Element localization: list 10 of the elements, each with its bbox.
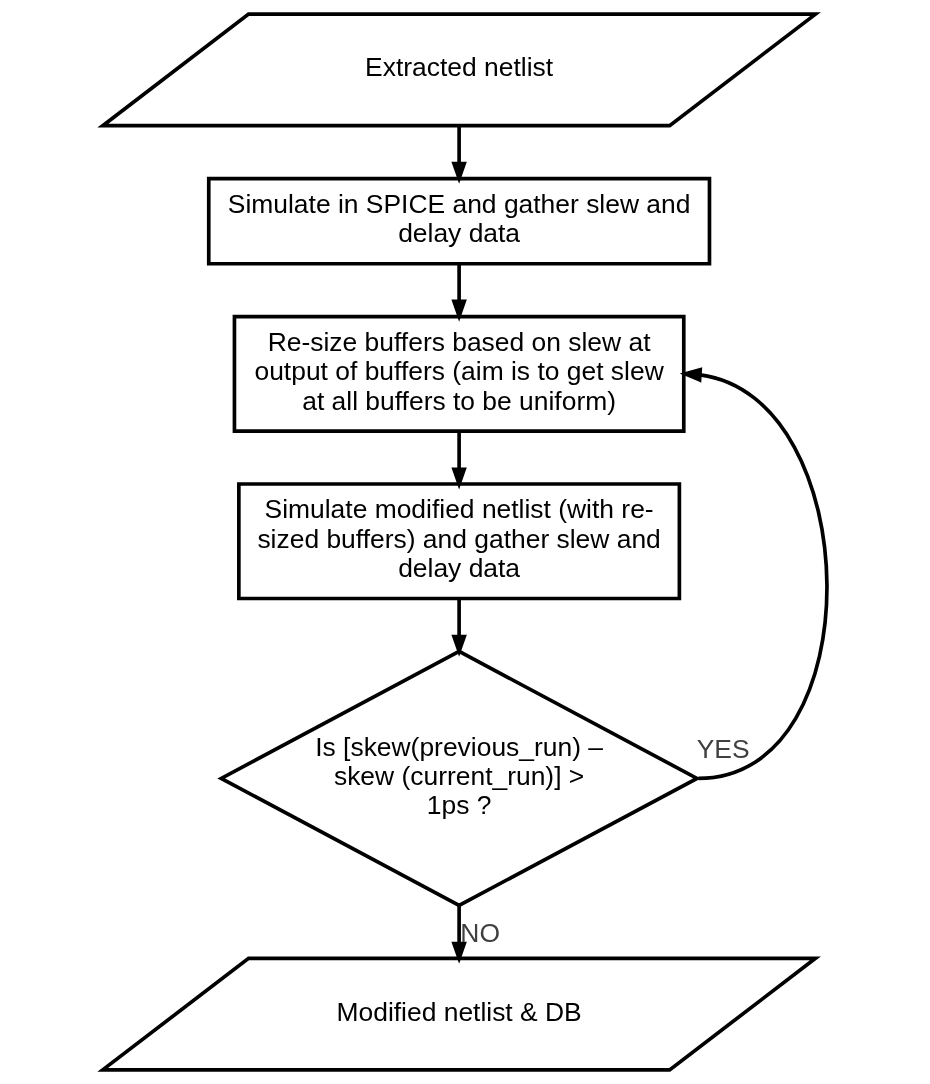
arrow — [451, 905, 467, 964]
arrow — [679, 367, 829, 781]
arrow — [451, 598, 467, 657]
arrow — [451, 263, 467, 322]
arrow — [451, 125, 467, 184]
node-box: Simulate in SPICE and gather slew and delay data — [206, 176, 712, 266]
node-box: Simulate modified netlist (with re-sized buffers) and gather slew and delay data — [237, 482, 682, 601]
edge-label: NO — [460, 918, 500, 949]
arrow — [451, 431, 467, 490]
node-box: Re-size buffers based on slew at output of buffers (aim is to get slew at all buffers to be uniform) — [232, 314, 686, 433]
